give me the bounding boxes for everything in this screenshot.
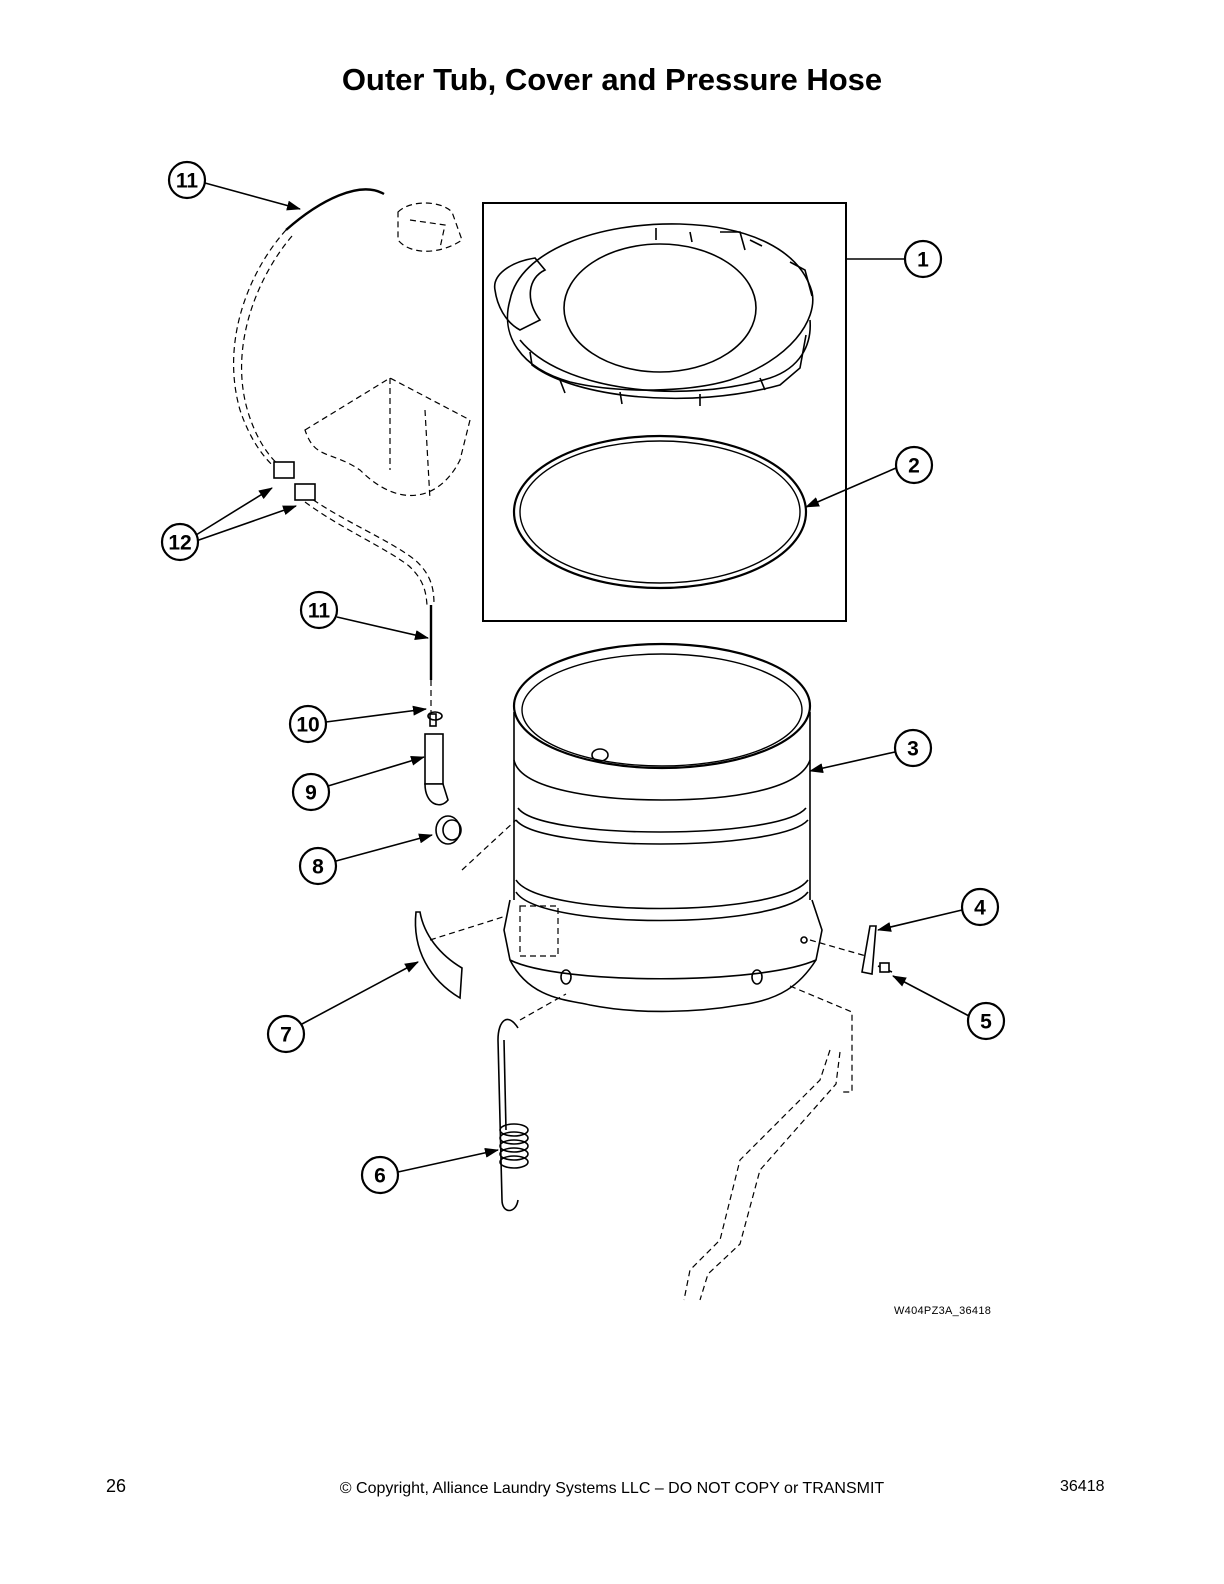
diagram-code: W404PZ3A_36418: [894, 1305, 992, 1317]
svg-text:2: 2: [908, 455, 920, 478]
svg-text:9: 9: [305, 782, 317, 805]
svg-text:8: 8: [312, 856, 324, 879]
callout-6: 6: [360, 1155, 400, 1195]
page-number: 26: [106, 1476, 127, 1496]
svg-text:12: 12: [168, 532, 191, 555]
suspension-rod-context: [683, 1049, 841, 1301]
svg-text:11: 11: [308, 600, 331, 623]
callout-2: 2: [894, 445, 934, 485]
svg-text:6: 6: [374, 1165, 386, 1188]
callout-11-top: 11: [167, 160, 207, 200]
callout-1: 1: [903, 239, 943, 279]
leader-lines: [195, 182, 970, 1173]
nozzle-assembly-part: [424, 711, 462, 845]
cover-group-box: [482, 202, 847, 622]
svg-text:4: 4: [974, 897, 986, 920]
document-number: 36418: [1060, 1478, 1105, 1495]
svg-text:10: 10: [296, 714, 319, 737]
svg-text:11: 11: [176, 170, 199, 193]
callout-10: 10: [288, 704, 328, 744]
bracket-part: [861, 925, 877, 975]
pressure-switch-context: [304, 202, 471, 501]
page-title: Outer Tub, Cover and Pressure Hose: [341, 62, 883, 97]
outer-tub-part: [503, 642, 823, 1013]
callout-7: 7: [266, 1014, 306, 1054]
screw-part: [877, 962, 893, 973]
callout-5: 5: [966, 1001, 1006, 1041]
callout-3: 3: [893, 728, 933, 768]
shield-part: [414, 911, 463, 1000]
suspension-spring-part: [497, 1018, 529, 1212]
pressure-hose-part: [233, 188, 435, 712]
tub-gasket-part: [512, 434, 808, 590]
tub-cover-part: [494, 223, 814, 406]
callout-11-bottom: 11: [299, 590, 339, 630]
svg-text:5: 5: [980, 1011, 992, 1034]
callout-12: 12: [160, 522, 200, 562]
svg-text:1: 1: [917, 249, 929, 272]
hose-clip-part: [273, 461, 316, 501]
copyright-notice: © Copyright, Alliance Laundry Systems LL…: [339, 1480, 885, 1497]
callout-8: 8: [298, 846, 338, 886]
callout-4: 4: [960, 887, 1000, 927]
svg-text:7: 7: [280, 1024, 292, 1047]
svg-text:3: 3: [907, 738, 919, 761]
callout-9: 9: [291, 772, 331, 812]
